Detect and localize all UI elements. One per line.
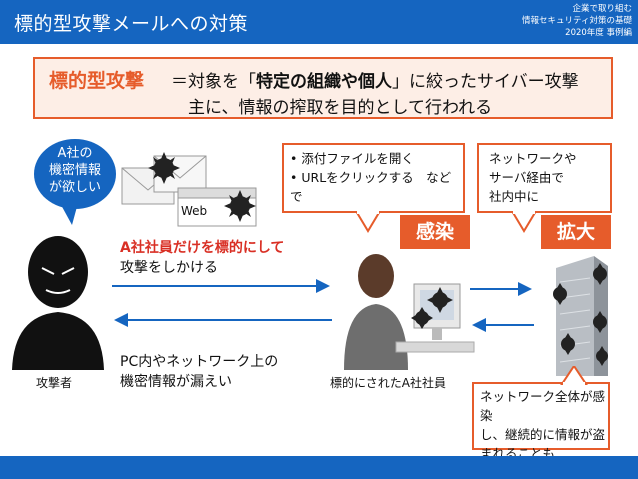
spread-arrow — [470, 282, 532, 296]
spread-line-1: ネットワークや — [489, 151, 577, 166]
virus-icon — [593, 263, 607, 285]
employee-at-pc-icon — [344, 254, 475, 370]
attack-text-line-1: A社社員だけを標的にして — [120, 240, 285, 256]
infection-tag: 感染 — [400, 215, 470, 249]
virus-icon — [224, 190, 256, 222]
header-subtitle: 企業で取り組む 情報セキュリティ対策の基礎 2020年度 事例編 — [522, 3, 632, 39]
definition-line-1-bold: 特定の組織や個人 — [256, 72, 392, 92]
virus-icon — [427, 287, 453, 313]
attack-arrow — [112, 279, 330, 293]
header-bar: 標的型攻撃メールへの対策 企業で取り組む 情報セキュリティ対策の基礎 2020年… — [0, 0, 638, 44]
network-note-line-1: ネットワーク全体が感染 — [480, 389, 606, 423]
leak-text-line-2: 機密情報が漏えい — [120, 374, 232, 390]
attack-text-line-2: 攻撃をしかける — [120, 260, 218, 276]
page-title: 標的型攻撃メールへの対策 — [14, 13, 249, 35]
virus-icon — [148, 152, 180, 184]
definition-box: 標的型攻撃 ＝対象を「特定の組織や個人」に絞ったサイバー攻撃 主に、情報の搾取を… — [33, 57, 613, 119]
network-callout-tail — [560, 366, 588, 386]
spread-callout: ネットワークや サーバ経由で 社内中に — [477, 143, 612, 213]
subtitle-line-2: 情報セキュリティ対策の基礎 — [522, 16, 632, 26]
virus-icon — [596, 346, 608, 366]
virus-icon — [593, 311, 607, 333]
network-note-line-2: し、継続的に情報が盗 — [480, 427, 606, 442]
leak-text-line-1: PC内やネットワーク上の — [120, 354, 279, 370]
spread-line-3: 社内中に — [489, 189, 540, 204]
spread-line-2: サーバ経由で — [489, 170, 564, 185]
attacker-label: 攻撃者 — [36, 376, 73, 390]
attacker-icon — [12, 236, 104, 370]
infection-item-2-text: URLをクリックする などで — [290, 170, 452, 204]
virus-icon — [553, 283, 567, 305]
subtitle-line-3: 2020年度 事例編 — [565, 28, 632, 38]
infection-item-1: • 添付ファイルを開く — [290, 151, 414, 166]
subtitle-line-1: 企業で取り組む — [572, 4, 632, 14]
leak-arrow — [114, 313, 332, 327]
speech-line-2: 機密情報 — [48, 163, 101, 178]
web-label: Web — [181, 204, 208, 218]
speech-line-3: が欲しい — [48, 180, 101, 195]
infection-item-1-text: 添付ファイルを開く — [301, 151, 414, 166]
attacker-speech-bubble: A社の 機密情報 が欲しい — [34, 139, 116, 209]
definition-term: 標的型攻撃 — [49, 70, 145, 92]
infection-item-2: • URLをクリックする などで — [290, 170, 452, 204]
infection-callout: • 添付ファイルを開く • URLをクリックする などで — [282, 143, 465, 213]
company-building-icon — [553, 256, 608, 376]
virus-icon — [561, 333, 575, 355]
speech-line-1: A社の — [57, 146, 93, 161]
definition-line-1-pre: ＝対象を「 — [171, 72, 256, 92]
return-arrow — [472, 318, 534, 332]
footer-bar — [0, 456, 638, 479]
network-infection-callout: ネットワーク全体が感染 し、継続的に情報が盗 まれることも — [472, 382, 610, 461]
virus-icon — [411, 307, 433, 329]
definition-line-1-post: 」に絞ったサイバー攻撃 — [392, 72, 579, 92]
employee-label: 標的にされたA社社員 — [330, 376, 446, 390]
spread-callout-tail — [510, 211, 538, 233]
speech-bubble-tail — [60, 203, 78, 225]
infection-callout-tail — [354, 211, 382, 233]
email-web-illustration — [121, 152, 257, 227]
definition-line-1: ＝対象を「特定の組織や個人」に絞ったサイバー攻撃 — [171, 67, 579, 92]
definition-line-2: 主に、情報の搾取を目的として行われる — [188, 98, 493, 118]
expansion-tag: 拡大 — [541, 215, 611, 249]
